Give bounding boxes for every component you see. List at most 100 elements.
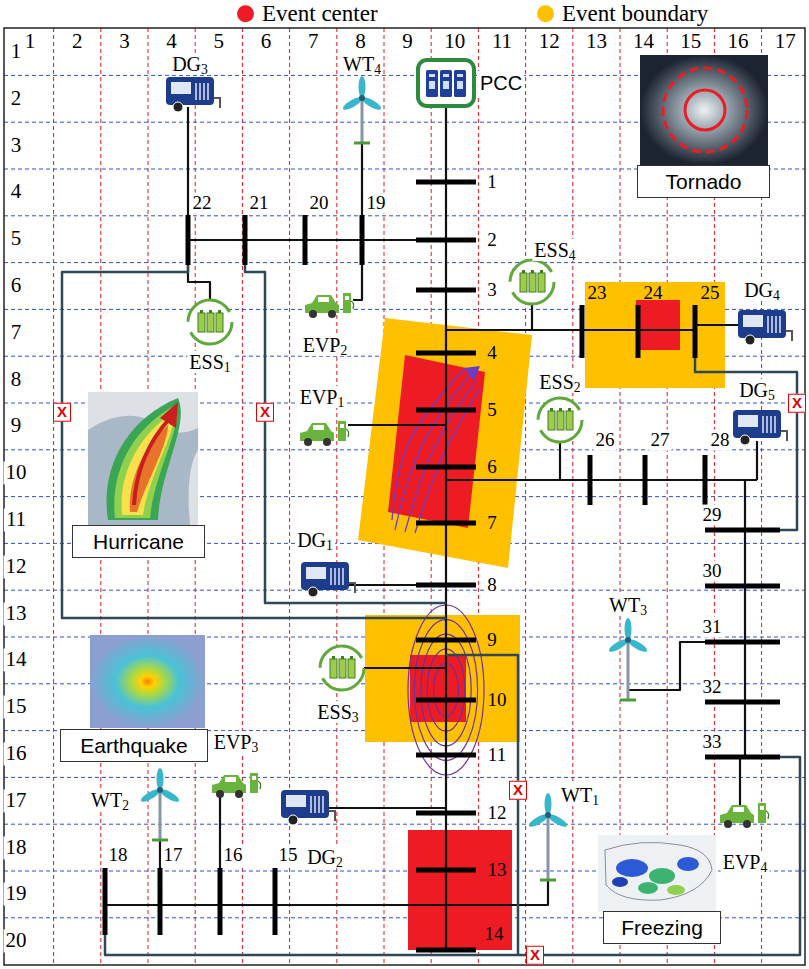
label-base: WT (343, 53, 374, 75)
bus-bar (580, 305, 585, 358)
device-label: ESS3 (315, 701, 360, 723)
car-window (318, 297, 329, 302)
bus-bar (416, 753, 476, 758)
legend-swatch (537, 5, 554, 22)
legend-item: Event center (237, 1, 378, 26)
generator-body (733, 410, 781, 438)
bus-number: 26 (594, 430, 617, 451)
generator-grill (322, 796, 324, 813)
storage-ring (188, 300, 232, 344)
event-pictures (88, 55, 768, 912)
generator-wheel (740, 435, 750, 445)
turbine-base (354, 142, 370, 145)
battery-terminal (568, 408, 571, 411)
feeder-line (445, 108, 447, 950)
column-number: 5 (212, 30, 227, 53)
hurricane-path-arrowhead (464, 366, 480, 381)
bus-bar (158, 868, 163, 935)
column-number: 1 (23, 30, 38, 53)
charger-post (758, 803, 766, 823)
battery-cell (330, 659, 337, 678)
generator-wheel (173, 102, 183, 112)
grid-row-line (4, 777, 805, 778)
row-number: 2 (9, 87, 24, 110)
turbine-base (152, 839, 168, 842)
label-subscript: 3 (352, 710, 359, 725)
generator-wheel (288, 815, 298, 825)
charger-screen (252, 776, 256, 780)
hurricane-swath (107, 398, 181, 520)
bus-number: 25 (699, 283, 722, 304)
charger-cable (351, 301, 354, 309)
generator-grill (338, 568, 340, 585)
label-base: ESS (189, 351, 223, 373)
tornado-picture (640, 55, 768, 165)
bus-number: 21 (248, 193, 271, 214)
car-body (720, 805, 754, 823)
bus-number: 33 (701, 732, 724, 753)
ev-charging-icon (212, 773, 261, 798)
bus-bar (643, 455, 648, 505)
feeder-line (188, 239, 446, 241)
bus-bar (416, 238, 476, 243)
generator-body (301, 562, 349, 590)
column-number: 15 (678, 30, 703, 53)
battery-cell (557, 411, 564, 430)
event-center-zone (388, 355, 485, 528)
label-base: EVP (300, 386, 338, 408)
label-subscript: 4 (773, 288, 780, 303)
device-label: DG5 (737, 379, 777, 401)
device-label: WT2 (89, 789, 131, 811)
label-base: ESS (534, 239, 568, 261)
device-label: EVP4 (721, 851, 770, 873)
device-label: EVP3 (212, 731, 261, 753)
bus-number: 1 (485, 172, 499, 193)
bus-number: 29 (701, 505, 724, 526)
generator-wheel (745, 335, 755, 345)
freezing-picture (598, 835, 716, 912)
label-subscript: 1 (592, 793, 599, 808)
battery-cell (566, 411, 573, 430)
generator-grill (334, 568, 336, 585)
tie-line (105, 757, 800, 955)
storage-ring (510, 260, 554, 304)
generator-handle (349, 583, 355, 593)
bus-number: 31 (701, 617, 724, 638)
row-number: 7 (9, 321, 24, 344)
car-wheel (743, 820, 751, 828)
row-number: 13 (4, 602, 29, 625)
battery-terminal (341, 656, 344, 659)
event-zones (358, 282, 725, 950)
battery-cell (348, 659, 355, 678)
tie-line (62, 265, 446, 618)
ev-charging-icon (300, 421, 349, 446)
bus-number: 27 (649, 430, 672, 451)
turbine-tower (627, 640, 630, 700)
generator-handle (786, 331, 792, 341)
battery-cell (520, 273, 527, 292)
bus-number: 3 (485, 280, 499, 301)
pcc-icon (420, 62, 472, 104)
generator-grill (310, 796, 312, 813)
grid (4, 28, 805, 965)
generator-handle (329, 811, 335, 821)
label-subscript: 2 (336, 855, 343, 870)
generator-body (281, 790, 329, 818)
bus-bar (303, 215, 308, 265)
row-number: 19 (4, 883, 29, 906)
generator-grill (342, 568, 344, 585)
generator-body (166, 77, 214, 105)
freezing-blob (649, 868, 675, 884)
feeder-line (744, 480, 746, 757)
device-label: DG3 (170, 53, 210, 75)
charger-screen (760, 806, 764, 810)
figure-frame (4, 28, 805, 965)
energy-storage-icon (320, 646, 364, 690)
legend-text: Event center (262, 1, 378, 26)
car-wheel (724, 820, 732, 828)
label-subscript: 3 (201, 62, 208, 77)
legend-text: Event boundary (562, 1, 708, 26)
bus-number: 18 (107, 845, 130, 866)
generator-grill (766, 416, 768, 433)
bus-bar (416, 465, 476, 470)
